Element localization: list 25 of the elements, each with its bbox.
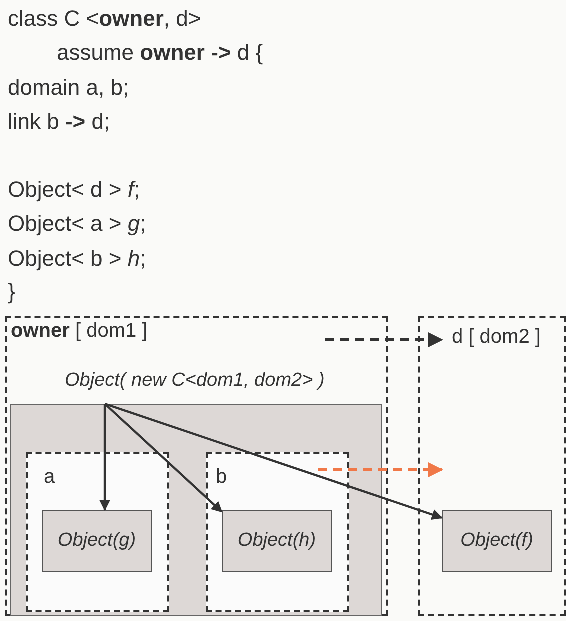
- code-line: link b -> d;: [8, 109, 110, 135]
- object-box: Object(g): [42, 510, 152, 572]
- code-line: class C <owner, d>: [8, 6, 202, 32]
- arrow: [104, 402, 444, 520]
- domain-label: a: [44, 466, 56, 489]
- domain-box: [26, 452, 169, 612]
- domain-box: [418, 316, 566, 616]
- domain-label: b: [216, 466, 228, 489]
- object-box: Object(h): [222, 510, 332, 572]
- domain-box: [5, 316, 388, 616]
- object-heading: Object( new C<dom1, dom2> ): [65, 370, 325, 392]
- code-line: domain a, b;: [8, 75, 130, 101]
- code-line: assume owner -> d {: [57, 40, 264, 66]
- code-line: Object< b > h;: [8, 246, 146, 272]
- arrow: [104, 403, 223, 513]
- domain-label: owner [ dom1 ]: [11, 320, 148, 343]
- domain-box: [206, 452, 349, 612]
- code-line: }: [8, 279, 16, 305]
- arrow: [318, 462, 444, 478]
- domain-label: d [ dom2 ]: [452, 326, 541, 349]
- code-line: Object< a > g;: [8, 211, 146, 237]
- object-box: Object(f): [442, 510, 552, 572]
- arrow: [100, 404, 110, 512]
- code-line: Object< d > f;: [8, 177, 140, 203]
- arrow: [325, 332, 444, 348]
